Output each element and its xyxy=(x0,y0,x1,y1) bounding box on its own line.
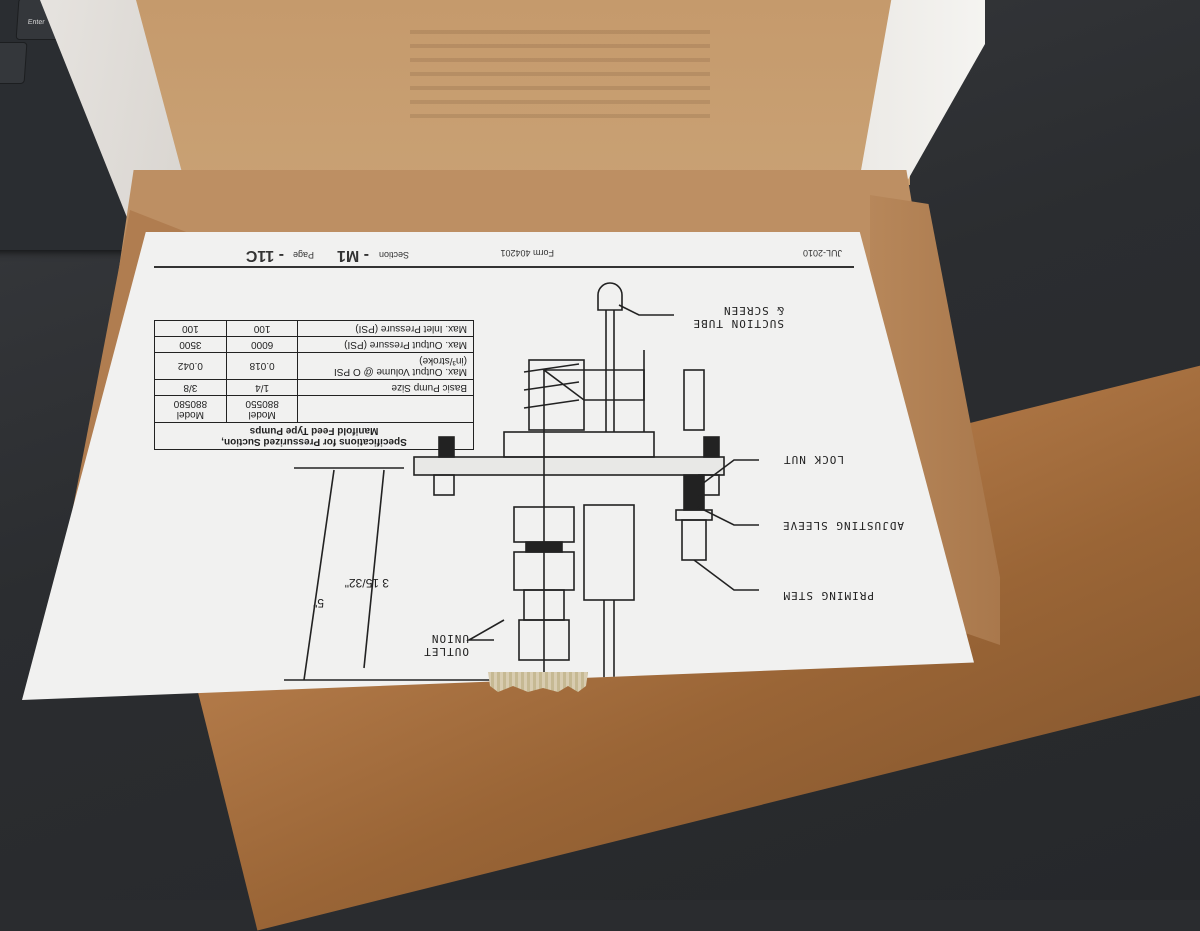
callout-outlet-union-line2: UNION xyxy=(430,632,469,645)
callout-suction-line1: SUCTION TUBE xyxy=(692,317,784,330)
key-label-enter: Enter xyxy=(27,19,45,26)
callout-suction-tube-screen: SUCTION TUBE & SCREEN xyxy=(693,304,784,330)
frayed-paper-edge xyxy=(488,672,588,692)
callout-adjusting-sleeve: ADJUSTING SLEEVE xyxy=(782,519,904,532)
keyboard-key xyxy=(0,42,28,84)
spec-sheet: JUL-2010 Form 404201 Section - M1 Page -… xyxy=(22,232,974,700)
dimension-partial-height: 3 15/32" xyxy=(344,576,389,590)
spec-sheet-upright-content: JUL-2010 Form 404201 Section - M1 Page -… xyxy=(22,232,974,700)
lid-faded-print xyxy=(410,30,710,120)
callout-lock-nut: LOCK NUT xyxy=(783,453,844,466)
dimension-overall-height: 5" xyxy=(313,596,324,610)
callout-outlet-union: OUTLET UNION xyxy=(423,632,469,658)
pump-cross-section-drawing xyxy=(284,282,759,681)
callout-outlet-union-line1: OUTLET xyxy=(423,645,469,658)
callout-priming-stem: PRIMING STEM xyxy=(782,589,874,602)
box-lid xyxy=(130,0,910,185)
callout-suction-line2: & SCREEN xyxy=(723,304,784,317)
